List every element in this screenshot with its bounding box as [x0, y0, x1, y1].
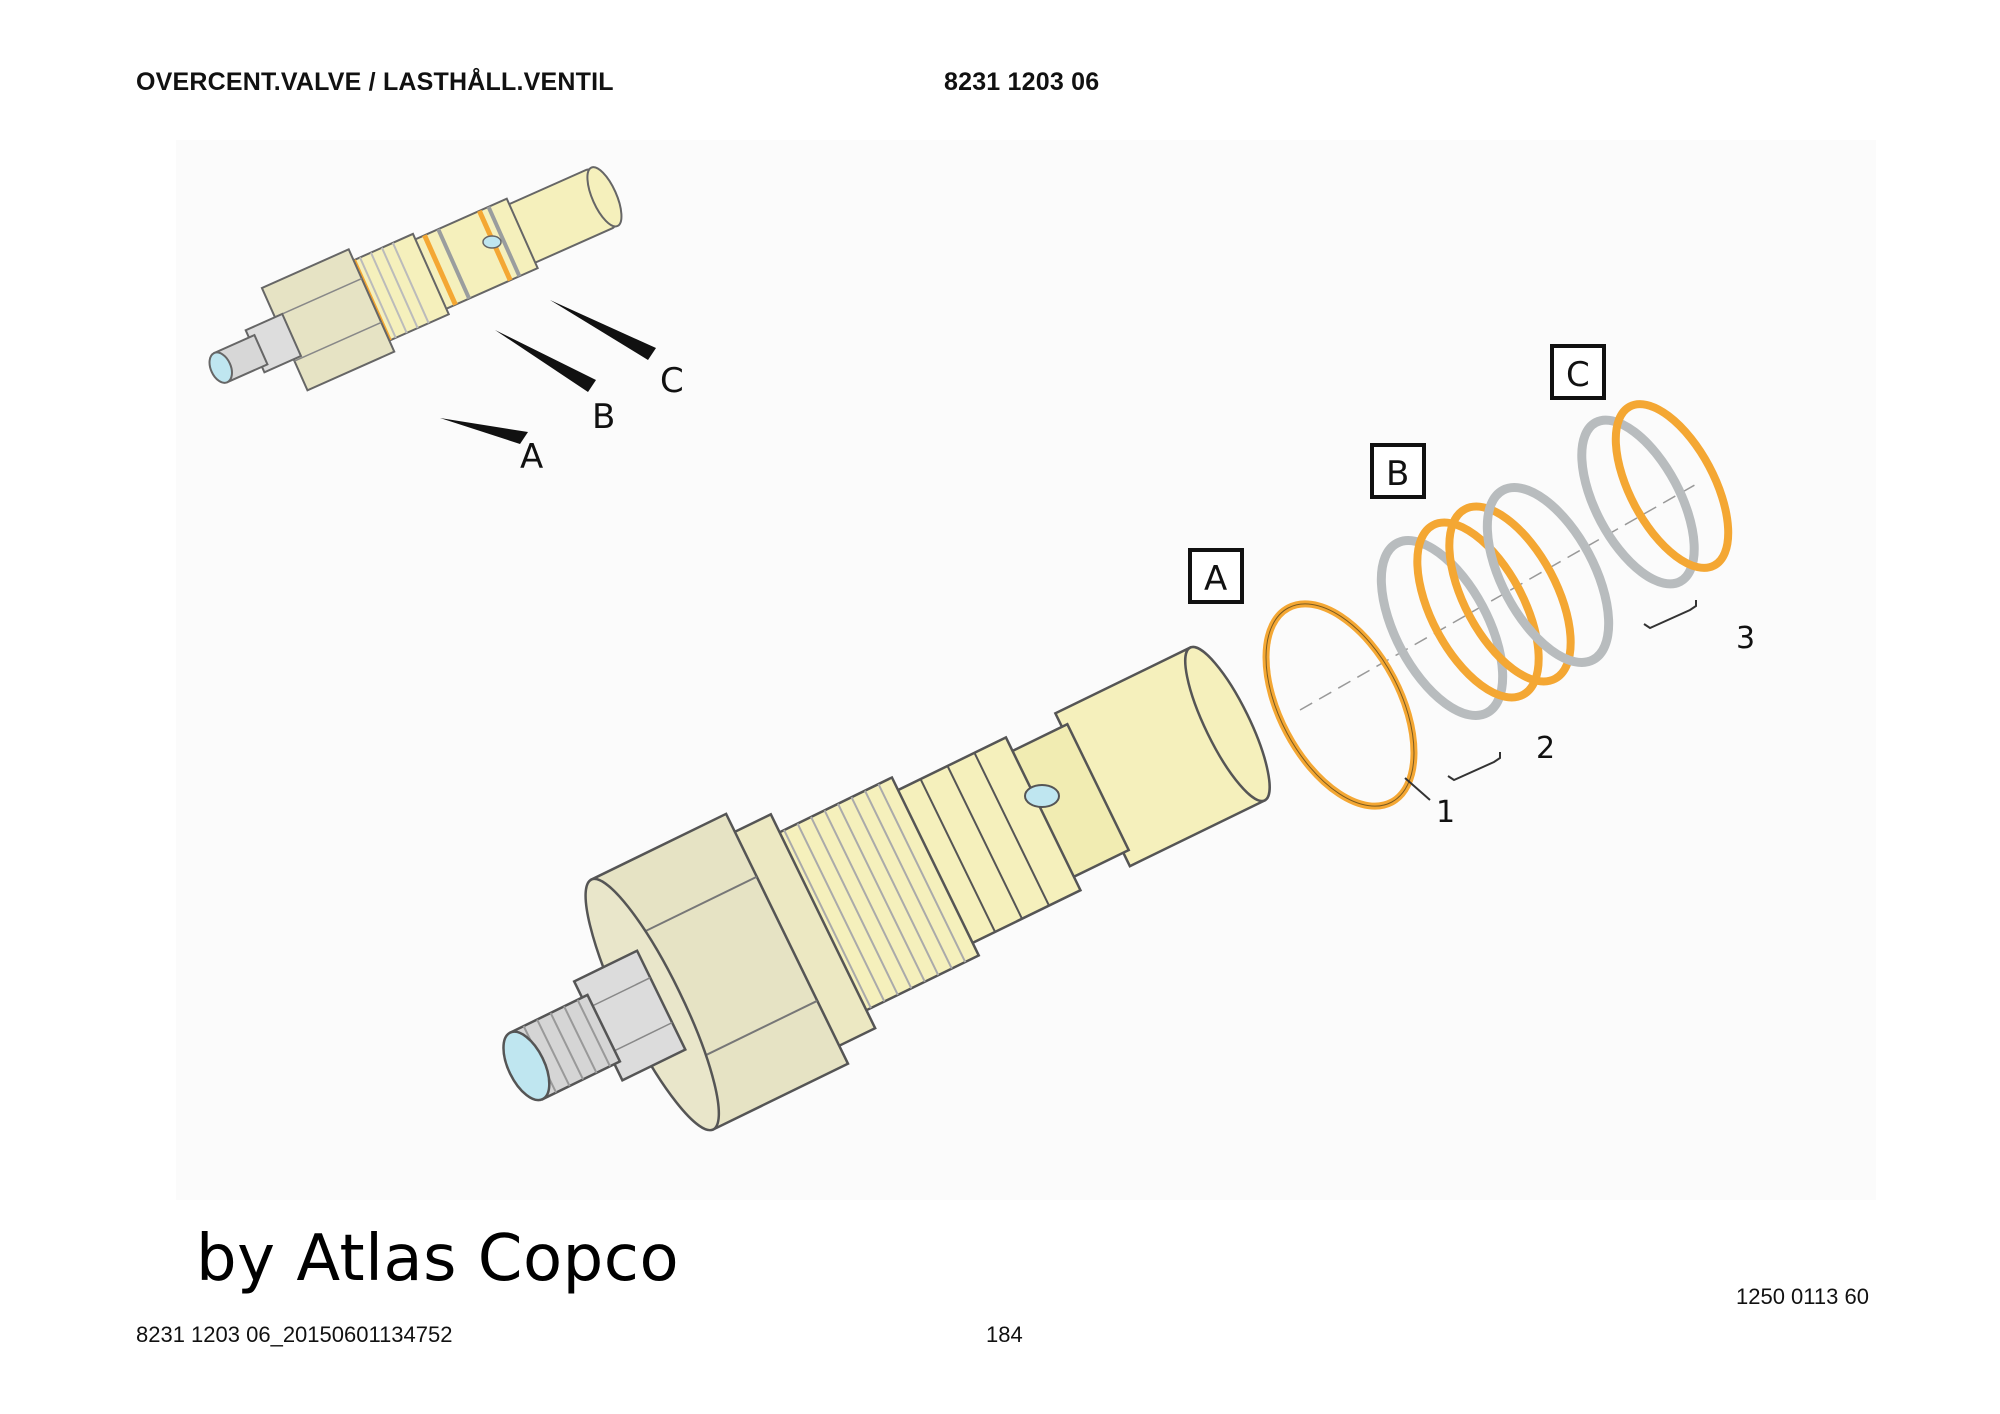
axis-line: [1299, 481, 1701, 711]
callout-box-a: [1188, 548, 1244, 604]
item-number-2: 2: [1536, 731, 1555, 766]
drawing-reference: 1250 0113 60: [1736, 1284, 1869, 1309]
detail-label-a: A: [520, 437, 543, 477]
main-valve-body: [502, 645, 1271, 1132]
page-title: OVERCENT.VALVE / LASTHÅLL.VENTIL: [136, 68, 614, 96]
part-number: 8231 1203 06: [944, 68, 1100, 96]
callout-box-c: [1550, 344, 1606, 400]
callout-label-c: C: [1566, 355, 1590, 395]
item-number-3: 3: [1736, 621, 1755, 656]
overview-valve: [208, 166, 656, 444]
watermark-text: by Atlas Copco: [196, 1222, 680, 1296]
port-hole: [1024, 784, 1060, 808]
detail-label-c: C: [660, 361, 684, 401]
callout-label-a: A: [1204, 559, 1227, 599]
seal-set-item-3: [1577, 400, 1733, 589]
detail-label-b: B: [592, 397, 615, 437]
callout-box-b: [1370, 443, 1426, 499]
item-number-1: 1: [1436, 795, 1455, 830]
drawing-panel: [176, 140, 1876, 1200]
seal-set-item-2: [1376, 483, 1614, 720]
document-id: 8231 1203 06_20150601134752: [136, 1322, 453, 1347]
page-number: 184: [986, 1322, 1023, 1347]
callout-label-b: B: [1386, 454, 1409, 494]
